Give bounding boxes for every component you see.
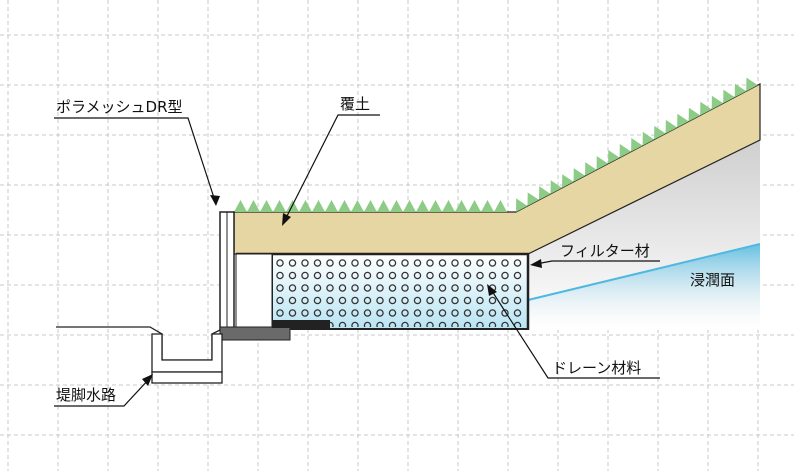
grass-tuft	[377, 200, 390, 212]
grass-tuft	[234, 200, 247, 212]
filter-material	[236, 252, 530, 330]
label-seepage: 浸潤面	[690, 271, 735, 289]
grass-tuft	[688, 107, 701, 122]
grass-tuft	[527, 192, 540, 206]
grass-tuft	[455, 200, 468, 212]
grass-tuft	[550, 180, 563, 194]
grass-tuft	[273, 200, 286, 212]
mesh-backfill	[235, 253, 273, 330]
grass-tuft	[364, 200, 377, 212]
grass-tuft	[562, 174, 574, 188]
leader-poramesh	[54, 117, 217, 205]
grass-tuft	[516, 198, 528, 212]
leader-drain	[489, 287, 660, 379]
grass-surface	[234, 77, 758, 212]
grass-tuft	[619, 144, 632, 158]
grass-tuft	[260, 200, 273, 212]
base-plate	[219, 326, 291, 341]
grass-tuft	[585, 162, 597, 176]
leader-cover-soil	[283, 114, 380, 223]
grass-tuft	[481, 200, 494, 212]
grass-tuft	[746, 77, 758, 92]
leader-toe-channel-arrow	[142, 374, 153, 386]
grass-tuft	[539, 186, 551, 200]
grass-tuft	[403, 200, 416, 212]
grass-tuft	[351, 200, 364, 212]
leader-toe-channel	[54, 377, 151, 407]
grass-tuft	[665, 119, 678, 134]
grass-tuft	[596, 156, 609, 170]
grass-tuft	[247, 200, 260, 212]
leader-poramesh-arrow	[210, 195, 220, 206]
ground-line	[56, 326, 221, 361]
grass-tuft	[429, 200, 442, 212]
base-bar	[272, 320, 330, 328]
grass-tuft	[494, 200, 507, 212]
grass-tuft	[711, 95, 724, 110]
grass-tuft	[442, 200, 455, 212]
label-toe-channel: 堤脚水路	[56, 386, 116, 404]
label-drain: ドレーン材料	[552, 359, 641, 377]
grass-tuft	[677, 113, 689, 128]
leader-cover-soil-arrow	[282, 213, 291, 226]
label-poramesh: ポラメッシュDR型	[56, 98, 183, 116]
label-cover-soil: 覆土	[340, 95, 370, 113]
leader-drain-arrow	[487, 284, 497, 296]
grass-tuft	[338, 200, 351, 212]
drain-dots	[274, 256, 526, 327]
grass-tuft	[573, 168, 586, 182]
grass-tuft	[700, 101, 712, 116]
grass-tuft	[631, 137, 643, 152]
toe-channel	[151, 333, 223, 373]
grass-tuft	[390, 200, 403, 212]
label-filter: フィルター材	[560, 242, 650, 260]
grass-tuft	[299, 200, 312, 212]
grass-tuft	[416, 200, 429, 212]
grass-tuft	[734, 83, 747, 98]
grass-tuft	[723, 89, 735, 104]
leader-filter-arrow	[530, 259, 542, 268]
grass-tuft	[642, 131, 655, 146]
seepage-area	[528, 244, 760, 330]
toe-channel-base	[151, 371, 223, 384]
grass-tuft	[608, 150, 620, 164]
grass-tuft	[325, 200, 338, 212]
grass-tuft	[654, 125, 666, 140]
grass-tuft	[312, 200, 325, 212]
seepage-line	[527, 243, 761, 301]
grass-tuft	[468, 200, 481, 212]
